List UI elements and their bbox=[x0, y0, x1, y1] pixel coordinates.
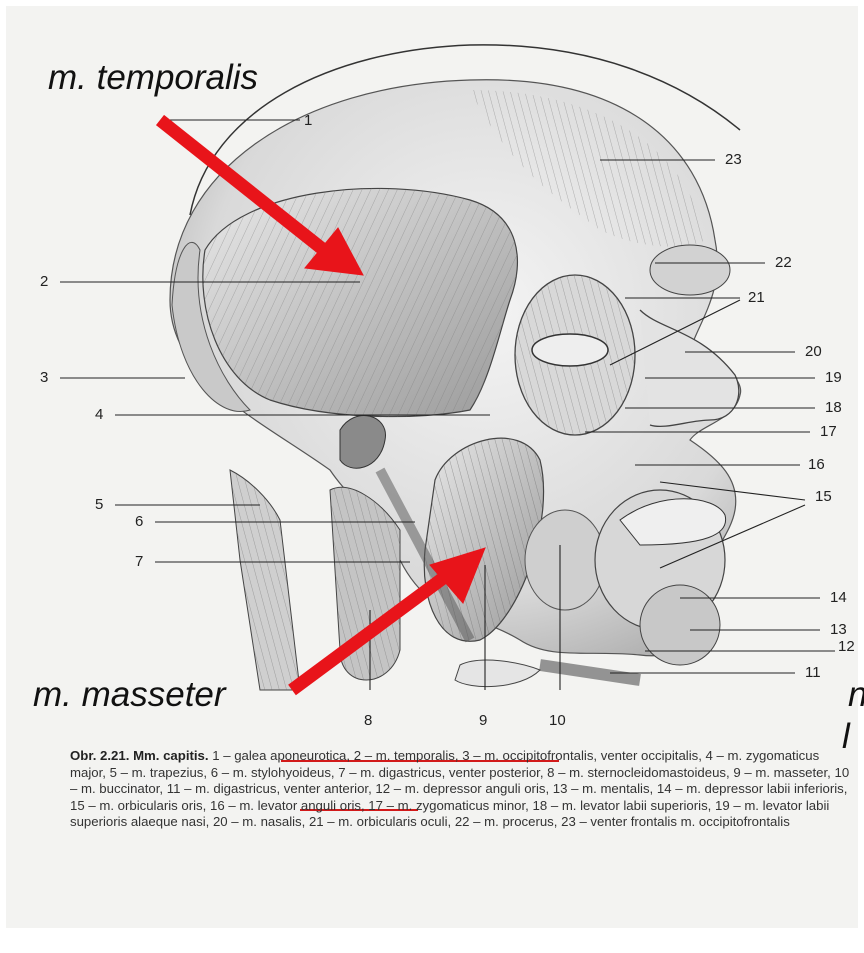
caption-part-1: 1 – galea aponeurotica, bbox=[209, 748, 354, 763]
caption-mentalis: 13 – m. mentalis bbox=[553, 781, 650, 796]
caption-masseter: 9 – m. masseter bbox=[733, 765, 827, 780]
figure-caption: Obr. 2.21. Mm. capitis. 1 – galea aponeu… bbox=[70, 748, 850, 831]
caption-temporalis: 2 – m. temporalis bbox=[354, 748, 455, 763]
label-cut-top: n bbox=[848, 675, 864, 715]
caption-title: Mm. capitis. bbox=[133, 748, 208, 763]
caption-fig: Obr. 2.21. bbox=[70, 748, 129, 763]
